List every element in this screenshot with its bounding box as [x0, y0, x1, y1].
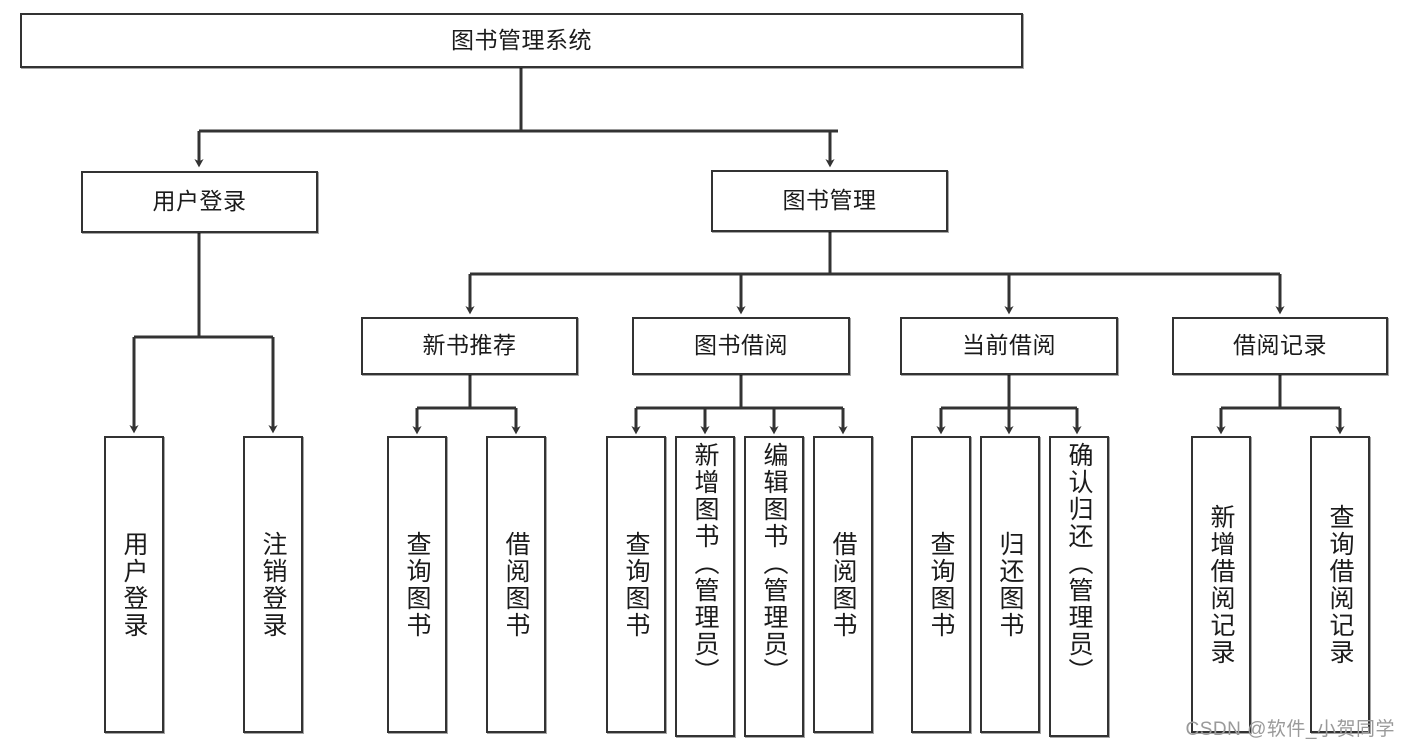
node-borrow-record[interactable]: 借阅记录: [1172, 317, 1388, 375]
leaf-new-book-query[interactable]: 查询图书: [387, 436, 447, 733]
node-root-system[interactable]: 图书管理系统: [20, 13, 1023, 68]
leaf-book-borrow-query[interactable]: 查询图书: [606, 436, 666, 733]
node-label: 查询借阅记录: [1326, 503, 1354, 666]
node-book-borrow[interactable]: 图书借阅: [632, 317, 850, 375]
node-new-book-recommend[interactable]: 新书推荐: [361, 317, 578, 375]
node-label: 查询图书: [927, 530, 955, 639]
node-label: 图书管理: [782, 187, 877, 214]
node-label: 图书管理系统: [451, 26, 592, 53]
leaf-user-login-logout[interactable]: 注销登录: [243, 436, 303, 733]
node-label: 新增图书（管理员）: [691, 442, 719, 685]
node-label: 图书借阅: [694, 332, 788, 359]
node-book-management[interactable]: 图书管理: [711, 170, 948, 232]
leaf-user-login-login[interactable]: 用户登录: [104, 436, 164, 733]
node-current-borrow[interactable]: 当前借阅: [900, 317, 1118, 375]
leaf-current-borrow-confirm-return[interactable]: 确认归还（管理员）: [1049, 436, 1109, 737]
node-label: 确认归还（管理员）: [1065, 442, 1093, 685]
leaf-current-borrow-query[interactable]: 查询图书: [911, 436, 971, 733]
node-label: 借阅记录: [1233, 332, 1327, 359]
leaf-borrow-record-add[interactable]: 新增借阅记录: [1191, 436, 1251, 733]
leaf-borrow-record-query[interactable]: 查询借阅记录: [1310, 436, 1370, 733]
node-label: 归还图书: [996, 530, 1024, 639]
leaf-new-book-borrow[interactable]: 借阅图书: [486, 436, 546, 733]
leaf-book-borrow-add[interactable]: 新增图书（管理员）: [675, 436, 735, 737]
node-label: 新书推荐: [422, 332, 517, 359]
node-label: 编辑图书（管理员）: [760, 442, 788, 685]
node-label: 用户登录: [152, 188, 247, 215]
node-label: 用户登录: [120, 530, 148, 639]
leaf-current-borrow-return[interactable]: 归还图书: [980, 436, 1040, 733]
leaf-book-borrow-edit[interactable]: 编辑图书（管理员）: [744, 436, 804, 737]
leaf-book-borrow-borrow[interactable]: 借阅图书: [813, 436, 873, 733]
node-label: 当前借阅: [962, 332, 1056, 359]
node-label: 借阅图书: [829, 530, 857, 639]
watermark-text: CSDN @软件_小贺同学: [1185, 719, 1395, 740]
node-label: 注销登录: [259, 530, 287, 639]
node-user-login[interactable]: 用户登录: [81, 171, 318, 233]
node-label: 新增借阅记录: [1207, 503, 1235, 666]
node-label: 查询图书: [403, 530, 431, 639]
node-label: 查询图书: [622, 530, 650, 639]
node-label: 借阅图书: [502, 530, 530, 639]
